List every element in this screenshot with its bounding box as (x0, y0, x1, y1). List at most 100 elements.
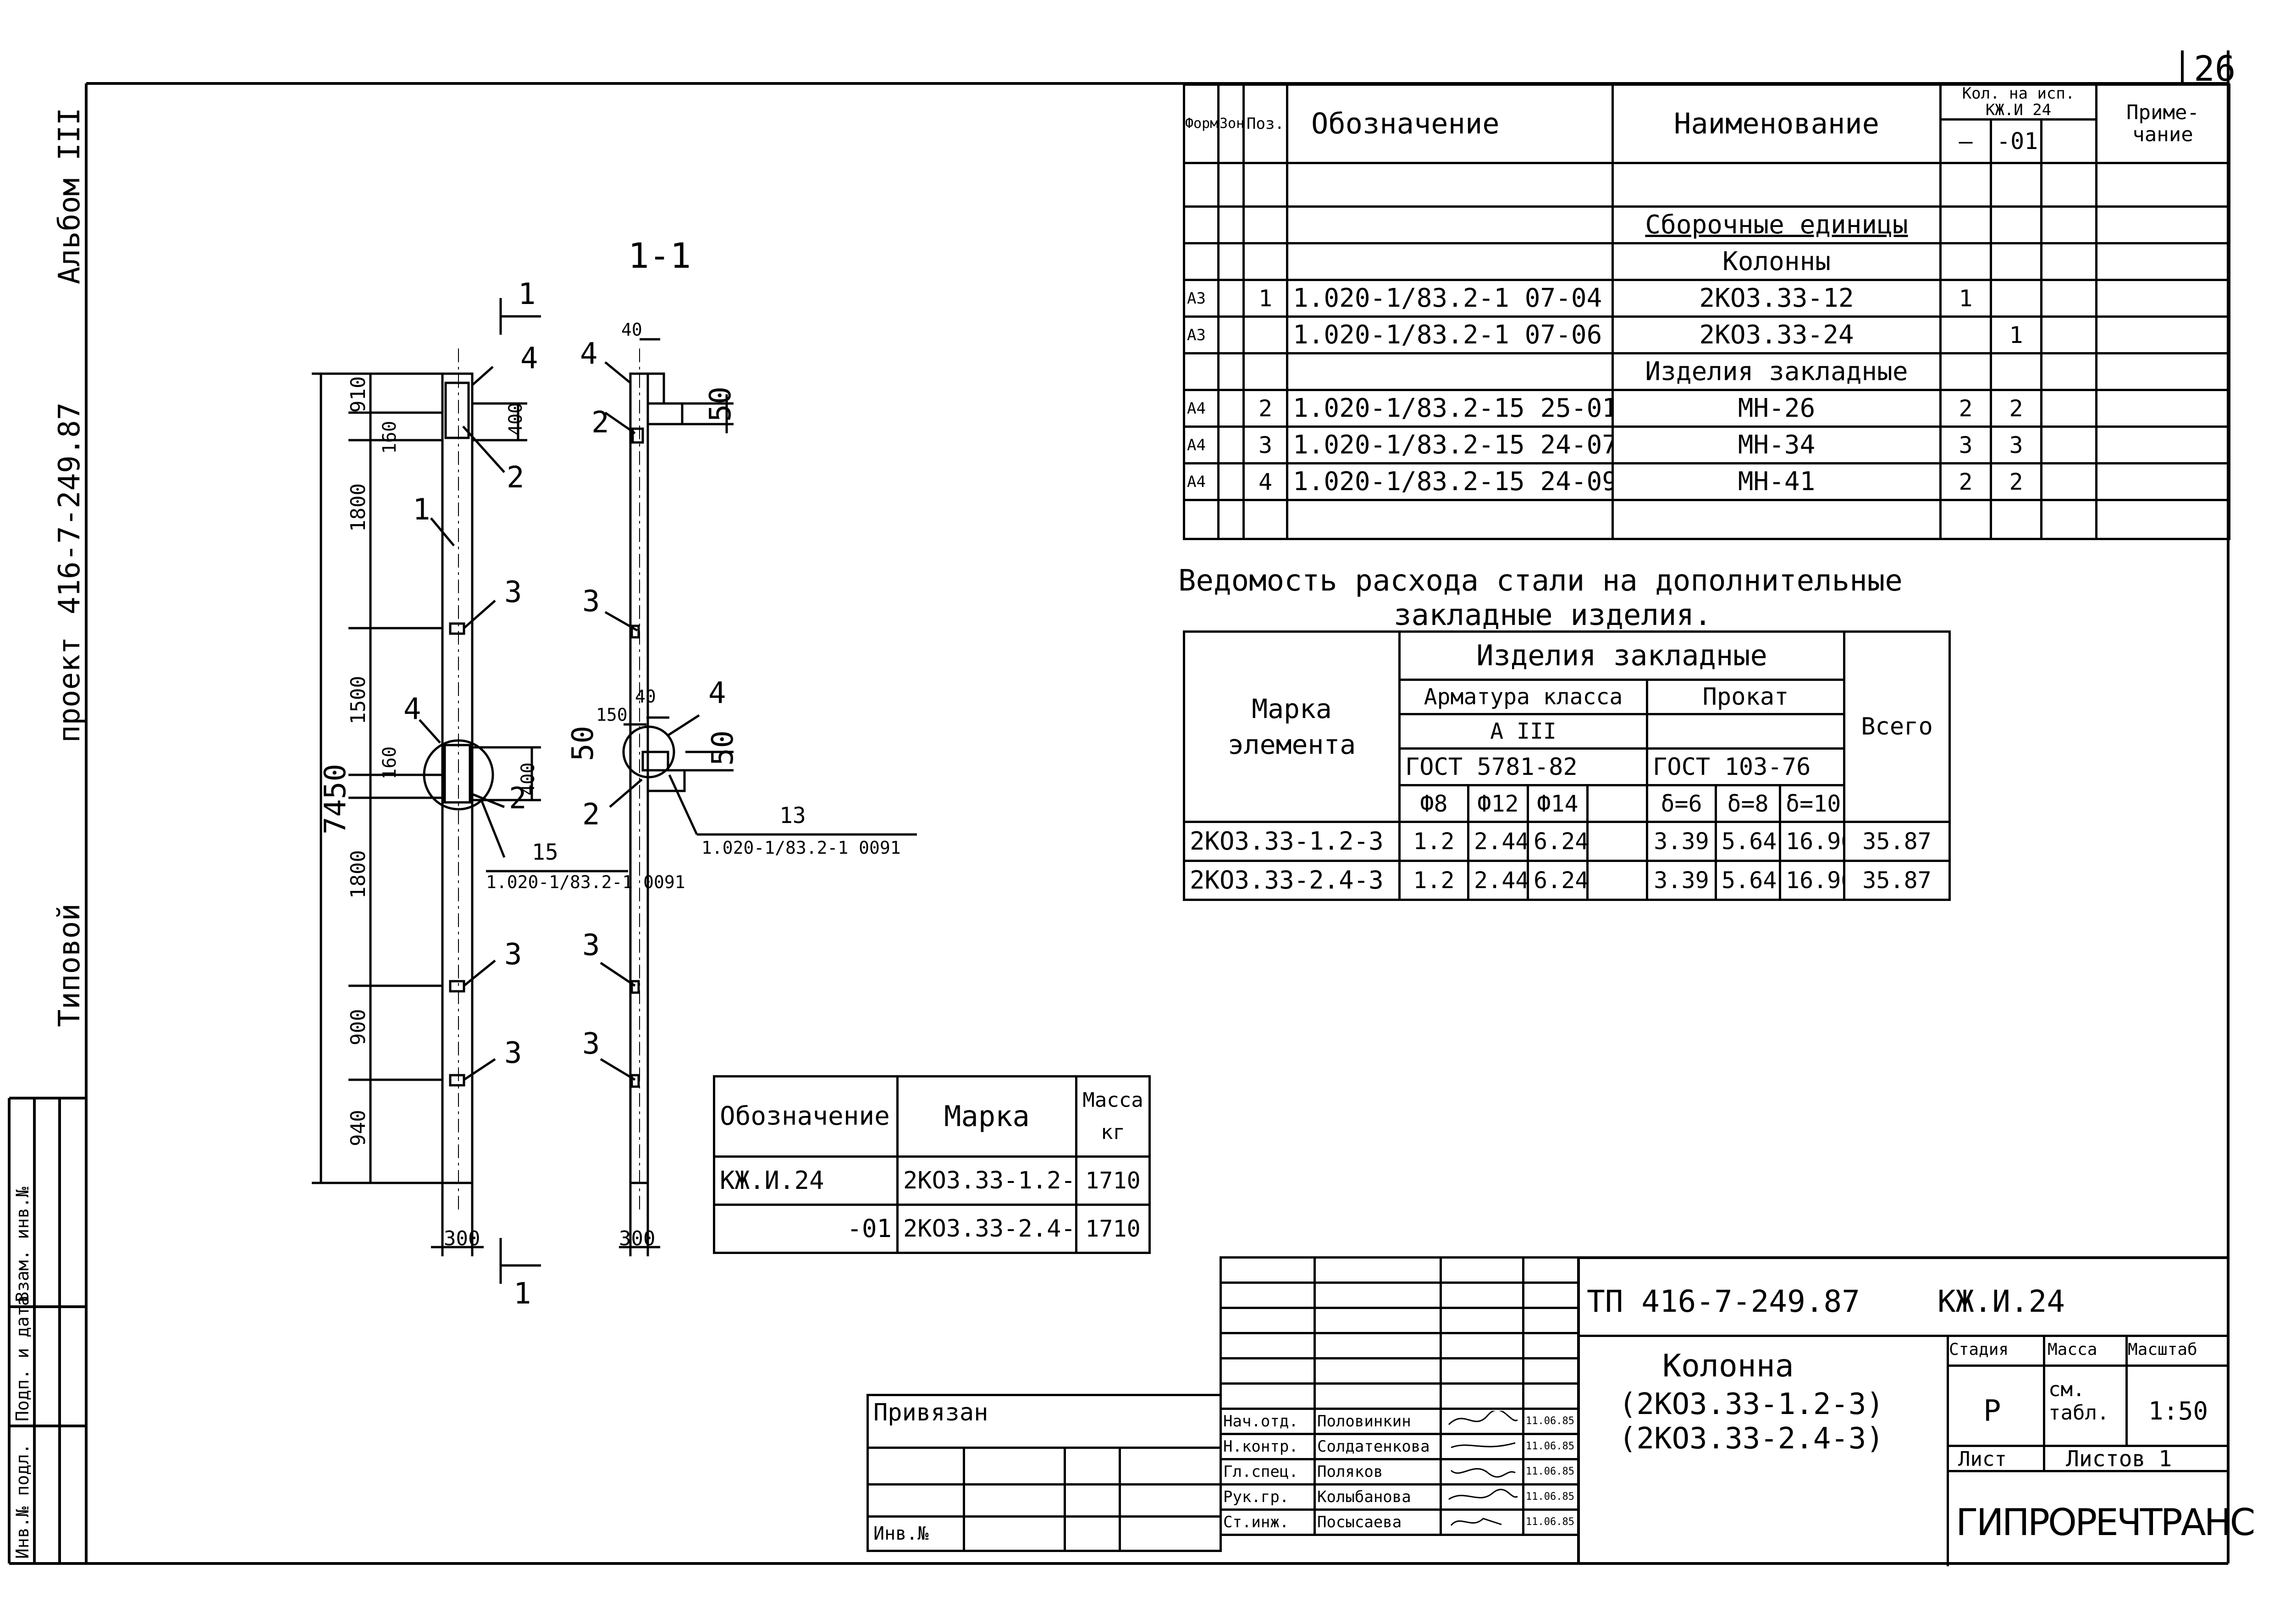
dim-150: 150 (596, 705, 628, 725)
side-project-code: 416-7-249.87 (53, 402, 87, 614)
mass-row: КЖ.И.24 2КО3.33-1.2-3 1710 (713, 1155, 1151, 1206)
dim-40-top: 40 (621, 320, 642, 340)
side-project-word: проект (53, 636, 87, 743)
callout-3b: 3 (504, 938, 522, 972)
mass-row: -01 2КО3.33-2.4-3 1710 (713, 1204, 1151, 1254)
cut-mark-top: 1 (518, 277, 536, 311)
ref-15-num: 15 (532, 840, 558, 865)
side-typical: Типовой (53, 903, 87, 1027)
side-callout-3a: 3 (582, 585, 600, 619)
signature-row: Нач.отд. Половинкин 11.06.85 (1220, 1408, 1579, 1435)
h-note: Приме-чание (2095, 83, 2231, 165)
bound-label: Привязан (866, 1394, 1222, 1449)
steel-row: 2КО3.33-2.4-3 1.2 2.44 6.24 3.39 5.64 16… (1183, 860, 1951, 901)
binding-block: Привязан Инв.№ (866, 1394, 1222, 1552)
spec-row: А3 1 1.020-1/83.2-1 07-04 2КО3.33-12 1 (1183, 279, 2231, 318)
spec-row: А3 1.020-1/83.2-1 07-06 2КО3.33-24 1 (1183, 315, 2231, 355)
tb-project: ТП 416-7-249.87 (1587, 1284, 1860, 1319)
side-callout-4-mid: 4 (708, 676, 726, 710)
signature-icon (1451, 1442, 1516, 1448)
dim-1500: 1500 (347, 676, 370, 724)
dim-1800a: 1800 (347, 483, 370, 532)
tb-name-3: (2КО3.33-2.4-3) (1619, 1422, 1884, 1456)
steel-table: Марка элемента Изделия закладные Всего А… (1183, 630, 1951, 901)
signature-icon (1450, 1518, 1502, 1526)
signatures-block: Нач.отд. Половинкин 11.06.85 Н.контр. Со… (1220, 1256, 1579, 1536)
h-format: Формат (1183, 83, 1220, 165)
stamp-sign: Подп. и дата (12, 1295, 33, 1421)
h-rebar-gost: ГОСТ 5781-82 (1398, 747, 1648, 786)
signature-row: Гл.спец. Поляков 11.06.85 (1220, 1458, 1579, 1486)
ref-13-num: 13 (779, 803, 806, 829)
tb-scale: 1:50 (2148, 1397, 2208, 1425)
callout-3c: 3 (504, 1036, 522, 1070)
tb-org: ГИПРОРЕЧТРАНС (1956, 1501, 2255, 1544)
dim-50-top: 50 (704, 386, 738, 422)
dim-400-top: 400 (505, 402, 526, 436)
section-assembly: Сборочные единицы (1612, 205, 1942, 245)
subsection-embedded: Изделия закладные (1612, 352, 1942, 392)
dim-total: 7450 (319, 763, 353, 834)
callout-2-top: 2 (507, 461, 524, 495)
dim-1800b: 1800 (347, 850, 370, 899)
signature-row: Ст.инж. Посысаева 11.06.85 (1220, 1508, 1579, 1536)
ref-13-text: 1.020-1/83.2-1 0091 (701, 838, 901, 858)
tb-mass: см. табл. (2048, 1378, 2109, 1425)
sheet-number: 26 (2194, 48, 2236, 89)
h-rebar: Арматура класса (1398, 679, 1648, 715)
h-rolled: Прокат (1645, 679, 1846, 715)
side-album: Альбом III (53, 107, 87, 284)
mass-table: Обозначение Марка Масса кг КЖ.И.24 2КО3.… (713, 1075, 1151, 1254)
column-front-view (312, 298, 628, 1284)
h-m-designation: Обозначение (713, 1075, 899, 1158)
h-m-mass: Масса кг (1075, 1075, 1151, 1158)
steel-title-2: закладные изделия. (1394, 598, 1712, 632)
dim-50-left: 50 (566, 725, 600, 761)
signature-row: Рук.гр. Колыбанова 11.06.85 (1220, 1483, 1579, 1511)
tb-doc-code: КЖ.И.24 (1937, 1284, 2065, 1319)
signature-icon (1448, 1489, 1518, 1500)
h-zone: Зона (1217, 83, 1245, 165)
ref-15-text: 1.020-1/83.2-1 0091 (486, 872, 685, 892)
side-callout-2-top: 2 (591, 406, 609, 440)
section-label: 1-1 (628, 235, 691, 276)
h-qty-a: — (1939, 118, 1992, 165)
h-designation: Обозначение (1286, 83, 1614, 165)
dim-300-front: 300 (444, 1227, 480, 1250)
specification-table: Формат Зона Поз. Обозначение Наименовани… (1183, 83, 2231, 541)
spec-row: А4 4 1.020-1/83.2-15 24-09 МН-41 2 2 (1183, 462, 2231, 502)
h-rolled-gost: ГОСТ 103-76 (1645, 747, 1846, 786)
side-callout-3b: 3 (582, 928, 600, 962)
h-name: Наименование (1612, 83, 1942, 165)
callout-2-mid: 2 (509, 782, 527, 816)
h-qty: Кол. на исп. КЖ.И 24 (1939, 83, 2098, 121)
side-callout-2-mid: 2 (582, 798, 600, 832)
inv-label: Инв.№ (867, 1515, 965, 1552)
spec-row: А4 2 1.020-1/83.2-15 25-01 МН-26 2 2 (1183, 389, 2231, 428)
callout-4-mid: 4 (403, 692, 421, 726)
tb-sheets: Листов 1 (2066, 1446, 2172, 1472)
cut-mark-bottom: 1 (513, 1277, 531, 1311)
steel-title-1: Ведомость расхода стали на дополнительны… (1178, 564, 1903, 598)
tb-sheet: Лист (1958, 1447, 2007, 1471)
tb-h-scale: Масштаб (2128, 1340, 2197, 1359)
tb-h-stage: Стадия (1949, 1340, 2009, 1359)
dim-940: 940 (347, 1110, 370, 1146)
title-main: ТП 416-7-249.87 КЖ.И.24 Колонна (2КО3.33… (1577, 1256, 2255, 1566)
dim-160b: 160 (379, 746, 400, 779)
tb-stage: Р (1983, 1394, 2001, 1428)
dim-300-side: 300 (619, 1227, 656, 1250)
dim-40-mid: 40 (635, 686, 656, 707)
stamp-inv: Инв.№ подл. (12, 1443, 33, 1559)
dim-160a: 160 (379, 420, 400, 454)
dim-50-right: 50 (706, 730, 740, 766)
subsection-columns: Колонны (1612, 242, 1942, 282)
h-rebar-class: А III (1398, 713, 1648, 750)
callout-3a: 3 (504, 575, 522, 609)
stamp-replace: Взам. инв.№ (12, 1187, 33, 1302)
side-callout-3c: 3 (582, 1027, 600, 1061)
h-total: Всего (1843, 630, 1951, 823)
dim-900: 900 (347, 1009, 370, 1045)
spec-row: А4 3 1.020-1/83.2-15 24-07 МН-34 3 3 (1183, 425, 2231, 465)
